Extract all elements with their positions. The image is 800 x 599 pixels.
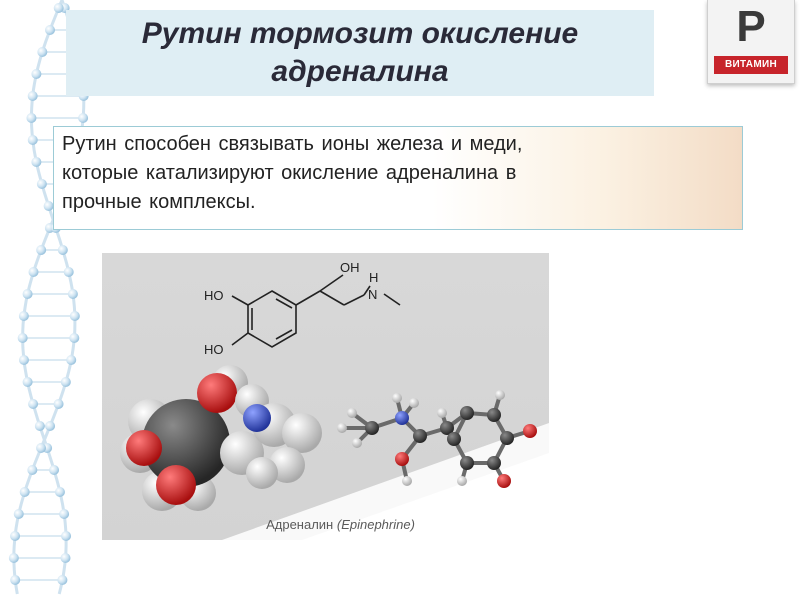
slide-title: Рутин тормозит окисление адреналина	[134, 15, 586, 91]
label-h: H	[369, 270, 378, 285]
body-line-3: прочные комплексы.	[62, 191, 256, 213]
adrenaline-molecule-image: HO HO OH H N	[120, 260, 549, 540]
body-paragraph: Рутин способен связывать ионы железа и м…	[54, 127, 742, 217]
label-n: N	[368, 287, 377, 302]
caption-main: Адреналин	[266, 517, 334, 532]
ball-and-stick-model	[337, 390, 537, 488]
badge-letter: P	[736, 2, 766, 51]
space-filling-model	[120, 365, 322, 511]
caption-latin: (Epinephrine)	[336, 517, 415, 532]
vitamin-p-badge: P ВИТАМИН	[707, 0, 795, 84]
label-oh: OH	[340, 260, 360, 275]
body-line-1: Рутин способен связывать ионы железа и м…	[62, 133, 523, 155]
title-line-2: адреналина	[271, 55, 449, 88]
body-text-box: Рутин способен связывать ионы железа и м…	[53, 126, 743, 230]
adrenaline-figure: HO HO OH H N	[102, 253, 549, 540]
skeletal-formula	[231, 274, 401, 348]
badge-label: ВИТАМИН	[714, 56, 788, 74]
title-line-1: Рутин тормозит окисление	[141, 17, 579, 50]
label-ho-bottom: HO	[204, 342, 224, 357]
formula-labels: HO HO OH H N	[204, 260, 378, 357]
figure-floor-fade	[302, 453, 549, 540]
figure-caption: Адреналин (Epinephrine)	[102, 517, 549, 532]
label-ho-top: HO	[204, 288, 224, 303]
title-box: Рутин тормозит окисление адреналина	[66, 10, 654, 96]
body-line-2: которые катализируют окисление адреналин…	[62, 162, 517, 184]
